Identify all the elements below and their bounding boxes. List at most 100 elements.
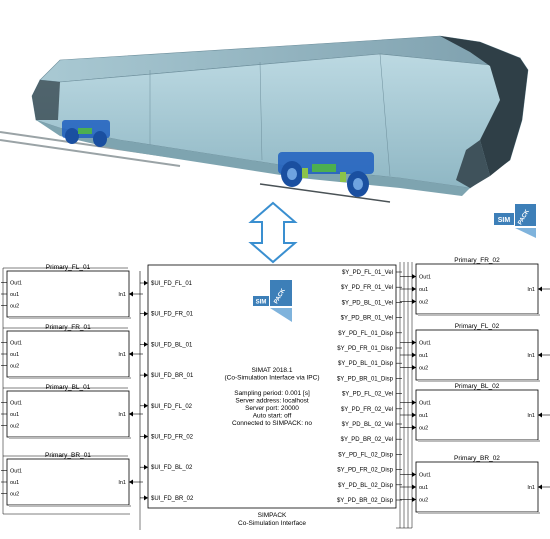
subsystem-port-label: ou1	[419, 287, 428, 293]
info-line: Auto start: off	[253, 413, 292, 420]
block-shadow	[9, 437, 131, 439]
output-port-label: $Y_PD_FL_02_Disp	[338, 452, 393, 458]
input-port-label: $UI_FD_BR_01	[151, 373, 194, 379]
info-line: Server address: localhost	[235, 397, 309, 404]
output-port-label: $Y_PD_FL_01_Vel	[342, 270, 393, 276]
front-cab	[440, 36, 528, 176]
subsystem-port-label: ou2	[10, 424, 19, 430]
subsystem-title: Primary_FL_01	[46, 264, 91, 271]
arrowhead	[412, 400, 416, 405]
subsystem-block	[415, 263, 539, 315]
center-logo-accent	[270, 308, 292, 322]
subsystem-port-label: In1	[118, 292, 126, 298]
arrowhead	[538, 286, 542, 292]
arrowhead	[144, 372, 148, 378]
arrowhead	[538, 484, 542, 490]
input-port-label: $UI_FD_FR_02	[151, 435, 194, 441]
output-port-label: $Y_PD_BR_01_Vel	[341, 316, 393, 322]
output-port-label: $Y_PD_BR_02_Disp	[337, 498, 394, 504]
logo-text-sim: SIM	[498, 217, 511, 224]
subsystem-port-label: In1	[118, 412, 126, 418]
subsystem-port-label: In1	[118, 480, 126, 486]
subsystem-port-label: ou2	[10, 492, 19, 498]
output-port-label: $Y_PD_BL_01_Disp	[338, 361, 394, 367]
subsystem-port-label: In1	[527, 287, 535, 293]
center-logo-pack-box	[270, 280, 292, 306]
subsystem-port-label: ou2	[419, 426, 428, 432]
output-port-label: $Y_PD_FR_01_Vel	[341, 285, 393, 291]
rear-bogie	[62, 120, 110, 147]
block-caption: SIMPACK	[258, 512, 287, 519]
double-arrow	[248, 201, 298, 264]
subsystem-port-label: ou2	[10, 304, 19, 310]
subsystem-port-label: In1	[527, 485, 535, 491]
arrowhead	[144, 464, 148, 470]
arrowhead	[412, 365, 416, 370]
info-line: Connected to SIMPACK: no	[232, 420, 312, 427]
block-shadow	[418, 380, 540, 382]
block-shadow	[418, 314, 540, 316]
block-shadow	[418, 512, 540, 514]
subsystem-block	[6, 458, 130, 506]
output-port-label: $Y_PD_BR_02_Vel	[341, 437, 393, 443]
subsystem-port-label: ou1	[419, 353, 428, 359]
subsystem-title: Primary_BR_02	[454, 455, 500, 462]
front-nose	[456, 140, 490, 188]
block-caption: Co-Simulation Interface	[238, 520, 306, 527]
subsystem-title: Primary_FR_02	[454, 257, 500, 264]
arrowhead	[412, 497, 416, 502]
subsystem-port-label: Out1	[10, 281, 22, 287]
arrowhead	[412, 299, 416, 304]
input-port-label: $UI_FD_BL_01	[151, 342, 193, 348]
info-line: SIMAT 2018.1	[252, 367, 293, 374]
center-logo-text-sim: SIM	[256, 300, 267, 306]
subsystem-title: Primary_BL_01	[46, 384, 91, 391]
subsystem-port-label: ou1	[419, 413, 428, 419]
output-port-label: $Y_PD_FR_01_Disp	[337, 346, 393, 352]
block-shadow	[9, 377, 131, 379]
subsystem-block	[6, 330, 130, 378]
subsystem-port-label: ou2	[419, 300, 428, 306]
info-line: Sampling period: 0.001 [s]	[234, 390, 310, 397]
arrowhead	[538, 412, 542, 418]
output-port-label: $Y_PD_FL_01_Disp	[338, 331, 393, 337]
arrowhead	[144, 311, 148, 317]
subsystem-block	[6, 390, 130, 438]
subsystem-port-label: In1	[527, 413, 535, 419]
output-port-label: $Y_PD_FL_02_Vel	[342, 392, 393, 398]
subsystem-port-label: Out1	[419, 473, 431, 479]
subsystem-port-label: ou1	[10, 292, 19, 298]
input-port-label: $UI_FD_FL_01	[151, 281, 193, 287]
arrowhead	[412, 274, 416, 279]
subsystem-port-label: ou1	[419, 485, 428, 491]
subsystem-port-label: ou2	[10, 364, 19, 370]
input-port-label: $UI_FD_FR_01	[151, 312, 194, 318]
subsystem-block	[415, 389, 539, 441]
rear-cab	[32, 80, 60, 120]
info-line: (Co-Simulation Interface via IPC)	[224, 375, 319, 382]
subsystem-port-label: Out1	[419, 275, 431, 281]
subsystem-title: Primary_BL_02	[455, 383, 500, 390]
arrowhead	[412, 352, 416, 358]
arrowhead	[412, 425, 416, 430]
arrowhead	[538, 352, 542, 358]
arrowhead	[144, 341, 148, 347]
arrowhead	[144, 280, 148, 286]
output-port-label: $Y_PD_BR_01_Disp	[337, 376, 394, 382]
block-shadow	[9, 505, 131, 507]
arrowhead	[412, 412, 416, 418]
arrowhead	[144, 434, 148, 439]
subsystem-port-label: Out1	[10, 469, 22, 475]
block-shadow	[9, 317, 131, 319]
subsystem-port-label: ou2	[419, 498, 428, 504]
output-port-label: $Y_PD_BL_01_Vel	[342, 300, 393, 306]
output-port-label: $Y_PD_FR_02_Disp	[337, 468, 393, 474]
subsystem-port-label: In1	[118, 352, 126, 358]
input-port-label: $UI_FD_BR_02	[151, 496, 194, 502]
center-logo-sim-box	[253, 296, 269, 306]
subsystem-port-label: ou1	[10, 480, 19, 486]
output-port-label: $Y_PD_FR_02_Vel	[341, 407, 393, 413]
output-port-label: $Y_PD_BL_02_Vel	[342, 422, 393, 428]
